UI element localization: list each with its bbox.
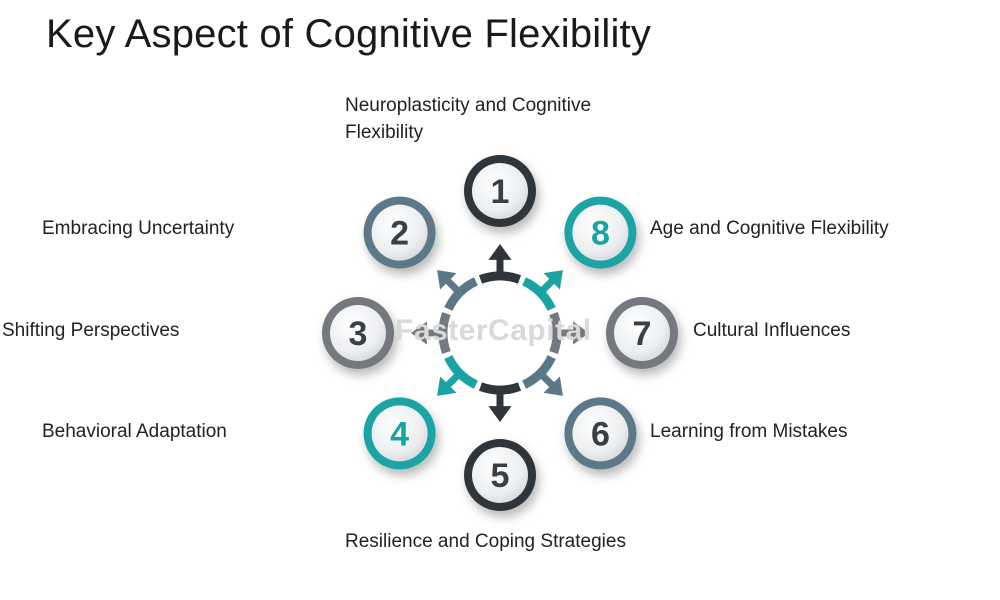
arrow-stem-2 <box>444 277 460 293</box>
arrow-head-8 <box>543 270 563 290</box>
ring-segment-6 <box>522 355 556 389</box>
arrow-head-4 <box>437 376 457 396</box>
arrow-stem-8 <box>540 277 556 293</box>
center-ring <box>438 271 562 395</box>
ring-segment-7 <box>549 311 562 355</box>
label-item-8: Age and Cognitive Flexibility <box>650 218 889 239</box>
node-disc-6 <box>572 405 629 462</box>
node-7: 7 <box>606 297 678 369</box>
node-number-2: 2 <box>390 215 409 253</box>
page-title: Key Aspect of Cognitive Flexibility <box>46 12 652 56</box>
ring-segment-1 <box>478 271 522 284</box>
node-disc-3 <box>330 305 386 361</box>
ring-segment-8 <box>522 277 556 311</box>
label-item-5: Resilience and Coping Strategies <box>345 531 626 552</box>
nodes-group: 1 2 3 4 5 6 7 8 <box>322 155 678 511</box>
arrow-stem-6 <box>540 373 556 389</box>
node-disc-7 <box>614 305 670 361</box>
node-disc-4 <box>371 405 428 462</box>
node-6: 6 <box>564 397 637 470</box>
ring-segment-2 <box>444 277 478 311</box>
watermark: FasterCapital <box>395 314 592 347</box>
ring-segment-4 <box>444 355 478 389</box>
node-number-8: 8 <box>591 215 610 253</box>
node-4: 4 <box>363 397 436 470</box>
node-8: 8 <box>564 196 637 269</box>
arrows-group <box>411 244 589 422</box>
arrow-head-1 <box>488 244 512 260</box>
label-item-7: Cultural Influences <box>693 320 851 341</box>
node-number-6: 6 <box>591 415 610 453</box>
node-5: 5 <box>464 439 536 511</box>
node-number-3: 3 <box>349 315 368 353</box>
arrow-stem-4 <box>444 373 460 389</box>
arrow-head-6 <box>543 376 563 396</box>
node-number-5: 5 <box>491 457 510 495</box>
label-item-1: Neuroplasticity and Cognitive Flexibilit… <box>345 95 592 143</box>
arrow-head-2 <box>437 270 457 290</box>
node-disc-1 <box>472 163 528 219</box>
arrow-head-7 <box>573 321 589 345</box>
arrow-head-3 <box>411 321 427 345</box>
node-disc-2 <box>371 204 428 261</box>
node-2: 2 <box>363 196 436 269</box>
node-disc-5 <box>472 447 528 503</box>
node-number-4: 4 <box>390 415 409 453</box>
node-disc-8 <box>572 204 629 261</box>
label-item-6: Learning from Mistakes <box>650 421 848 442</box>
node-number-1: 1 <box>491 173 510 211</box>
node-1: 1 <box>464 155 536 227</box>
label-item-2: Embracing Uncertainty <box>42 218 235 239</box>
node-3: 3 <box>322 297 394 369</box>
label-item-4: Behavioral Adaptation <box>42 421 227 442</box>
ring-segment-5 <box>478 382 522 395</box>
label-item-3: Shifting Perspectives <box>2 320 180 341</box>
arrow-head-5 <box>488 406 512 422</box>
node-number-7: 7 <box>633 315 652 353</box>
ring-segment-3 <box>438 311 451 355</box>
